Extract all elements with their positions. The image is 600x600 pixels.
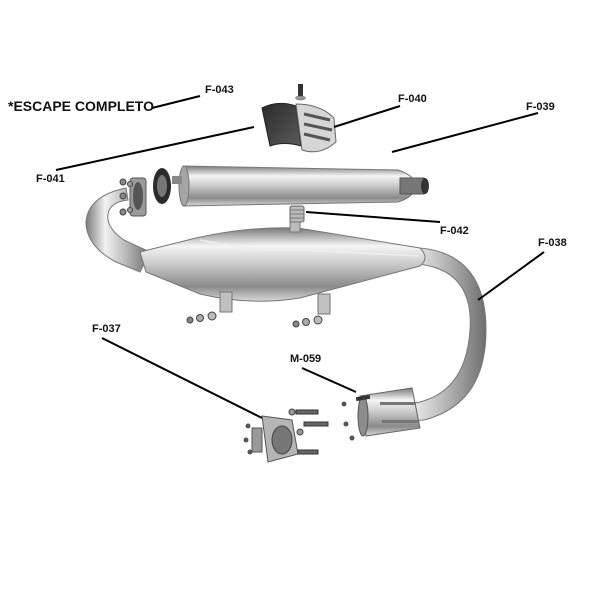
expansion-chamber [85, 187, 487, 423]
leader-m059 [301, 367, 357, 393]
header-flange [119, 177, 147, 217]
leader-f039 [391, 112, 539, 153]
silencer-coupler [289, 205, 305, 223]
label-f037: F-037 [92, 323, 121, 335]
heat-shield-guard [295, 103, 337, 153]
label-f043: F-043 [205, 84, 234, 96]
leader-f042 [305, 211, 441, 223]
shield-screw-f043 [295, 84, 306, 101]
label-f039: F-039 [526, 101, 555, 113]
leader-f040 [333, 105, 401, 128]
label-m059: M-059 [290, 353, 321, 365]
leader-f037 [101, 337, 263, 419]
pipe-sleeve-m059 [341, 387, 421, 441]
heat-shield-foam [261, 102, 302, 147]
label-f041: F-041 [36, 173, 65, 185]
mounting-hardware-left [186, 311, 217, 324]
leader-f038 [477, 251, 545, 301]
silencer [153, 165, 429, 207]
leader-f041 [55, 126, 255, 171]
leader-lines [55, 95, 545, 419]
leader-f043 [151, 95, 201, 109]
label-f042: F-042 [440, 225, 469, 237]
label-f040: F-040 [398, 93, 427, 105]
mounting-hardware-right [292, 315, 323, 328]
diagram-title: *ESCAPE COMPLETO [8, 98, 154, 114]
label-f038: F-038 [538, 237, 567, 249]
exhaust-flange [243, 408, 329, 463]
